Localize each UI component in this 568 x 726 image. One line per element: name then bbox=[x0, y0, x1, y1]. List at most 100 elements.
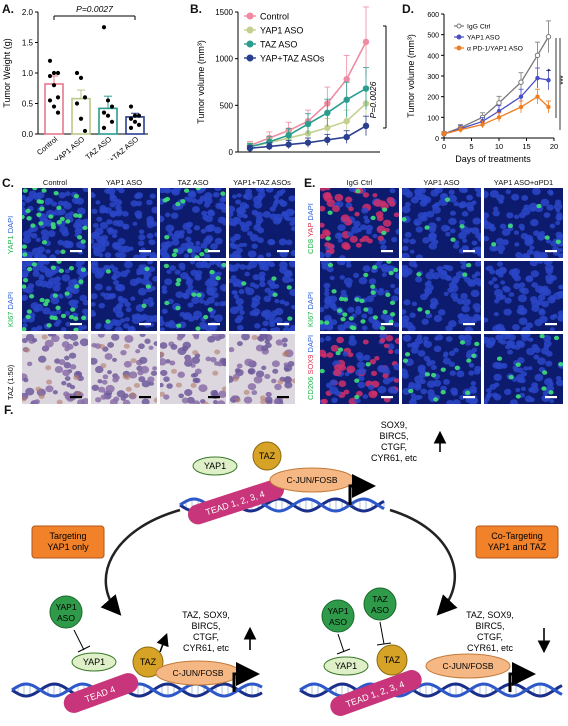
cell-nucleus bbox=[35, 252, 44, 258]
cell-nucleus bbox=[531, 344, 539, 350]
cell-nucleus bbox=[453, 201, 460, 207]
cell-nucleus bbox=[323, 314, 332, 322]
cell-nucleus bbox=[445, 231, 451, 237]
stained-cell bbox=[379, 325, 385, 331]
cell-nucleus bbox=[470, 381, 477, 386]
cell-nucleus bbox=[127, 325, 136, 331]
cell-nucleus bbox=[385, 335, 394, 342]
data-point bbox=[458, 127, 463, 132]
cell-nucleus bbox=[289, 324, 295, 331]
cell-nucleus bbox=[205, 356, 212, 362]
cotargeting-box bbox=[475, 525, 559, 559]
y-tick-label: 0 bbox=[435, 136, 439, 143]
cell-nucleus bbox=[320, 222, 325, 228]
cell-nucleus bbox=[32, 270, 40, 277]
cell-nucleus bbox=[229, 306, 239, 315]
cell-nucleus bbox=[135, 277, 143, 284]
cell-nucleus bbox=[372, 322, 381, 330]
cell-nucleus bbox=[325, 188, 331, 191]
data-point bbox=[304, 120, 312, 128]
data-point bbox=[51, 104, 57, 109]
cell-nucleus bbox=[430, 364, 437, 371]
cell-nucleus bbox=[104, 188, 111, 194]
stained-cell bbox=[251, 335, 258, 341]
cell-nucleus bbox=[547, 296, 556, 304]
cell-nucleus bbox=[253, 376, 263, 384]
data-point bbox=[109, 104, 115, 109]
cell-nucleus bbox=[63, 362, 72, 369]
cell-nucleus bbox=[166, 383, 173, 389]
cell-nucleus bbox=[109, 264, 115, 269]
cell-nucleus bbox=[362, 394, 369, 399]
stained-cell bbox=[64, 291, 70, 296]
cell-nucleus bbox=[71, 197, 81, 205]
cell-nucleus bbox=[261, 345, 269, 352]
stained-cell bbox=[46, 323, 52, 328]
data-point bbox=[535, 75, 540, 81]
cell-nucleus bbox=[120, 270, 128, 278]
cell-nucleus bbox=[337, 224, 346, 232]
scale-bar bbox=[463, 323, 475, 326]
cell-nucleus bbox=[233, 294, 240, 300]
cell-nucleus bbox=[558, 284, 563, 290]
cell-nucleus bbox=[190, 373, 196, 378]
cell-nucleus bbox=[471, 274, 477, 279]
cell-nucleus bbox=[222, 301, 226, 306]
stained-cell bbox=[424, 225, 430, 230]
x-tick-label: 5 bbox=[469, 142, 473, 151]
cell-nucleus bbox=[118, 188, 125, 194]
cell-nucleus bbox=[259, 275, 265, 280]
data-point bbox=[55, 70, 61, 76]
cell-nucleus bbox=[122, 210, 129, 217]
cell-nucleus bbox=[448, 320, 457, 328]
cell-nucleus bbox=[249, 233, 259, 242]
stained-cell bbox=[80, 267, 86, 272]
cell-nucleus bbox=[433, 379, 442, 387]
stained-cell bbox=[160, 391, 166, 397]
cell-nucleus bbox=[402, 320, 408, 328]
cell-nucleus bbox=[110, 319, 118, 326]
stained-cell bbox=[291, 378, 295, 384]
stained-cell bbox=[125, 386, 132, 392]
cell-nucleus bbox=[515, 252, 523, 258]
cell-nucleus bbox=[214, 261, 221, 266]
cell-nucleus bbox=[484, 217, 488, 224]
stained-cell bbox=[98, 344, 105, 350]
cell-nucleus bbox=[527, 337, 533, 342]
inhibit-line-taz bbox=[379, 621, 385, 645]
cell-nucleus bbox=[337, 324, 346, 331]
cell-nucleus bbox=[112, 305, 122, 314]
micrograph bbox=[160, 261, 226, 331]
cell-nucleus bbox=[363, 215, 369, 220]
cell-nucleus bbox=[403, 237, 410, 244]
target-genes-right: TAZ, SOX9, bbox=[466, 610, 514, 620]
cell-nucleus bbox=[141, 277, 150, 286]
data-point bbox=[496, 115, 502, 120]
yap1-oval-left bbox=[71, 652, 117, 672]
legend-label: YAP+TAZ ASOs bbox=[260, 54, 325, 64]
stained-cell bbox=[73, 213, 79, 218]
cell-nucleus bbox=[184, 357, 193, 364]
cell-nucleus bbox=[264, 373, 271, 380]
cell-nucleus bbox=[358, 375, 365, 382]
cell-nucleus bbox=[161, 289, 168, 295]
cell-nucleus bbox=[234, 368, 241, 373]
cell-nucleus bbox=[282, 342, 288, 348]
cell-nucleus bbox=[461, 211, 469, 217]
row-label-part: DAPI bbox=[306, 334, 315, 355]
cell-nucleus bbox=[148, 345, 154, 350]
stained-cell bbox=[388, 270, 394, 276]
stained-cell bbox=[243, 389, 250, 395]
cell-nucleus bbox=[509, 399, 518, 404]
cell-nucleus bbox=[160, 315, 164, 321]
data-point bbox=[136, 113, 142, 118]
stained-cell bbox=[145, 284, 151, 289]
cell-nucleus bbox=[545, 239, 552, 244]
stained-cell bbox=[22, 327, 27, 331]
cell-nucleus bbox=[461, 245, 470, 252]
cell-nucleus bbox=[402, 271, 410, 278]
micrograph bbox=[22, 188, 88, 258]
cell-nucleus bbox=[549, 223, 556, 229]
data-point bbox=[82, 128, 88, 134]
